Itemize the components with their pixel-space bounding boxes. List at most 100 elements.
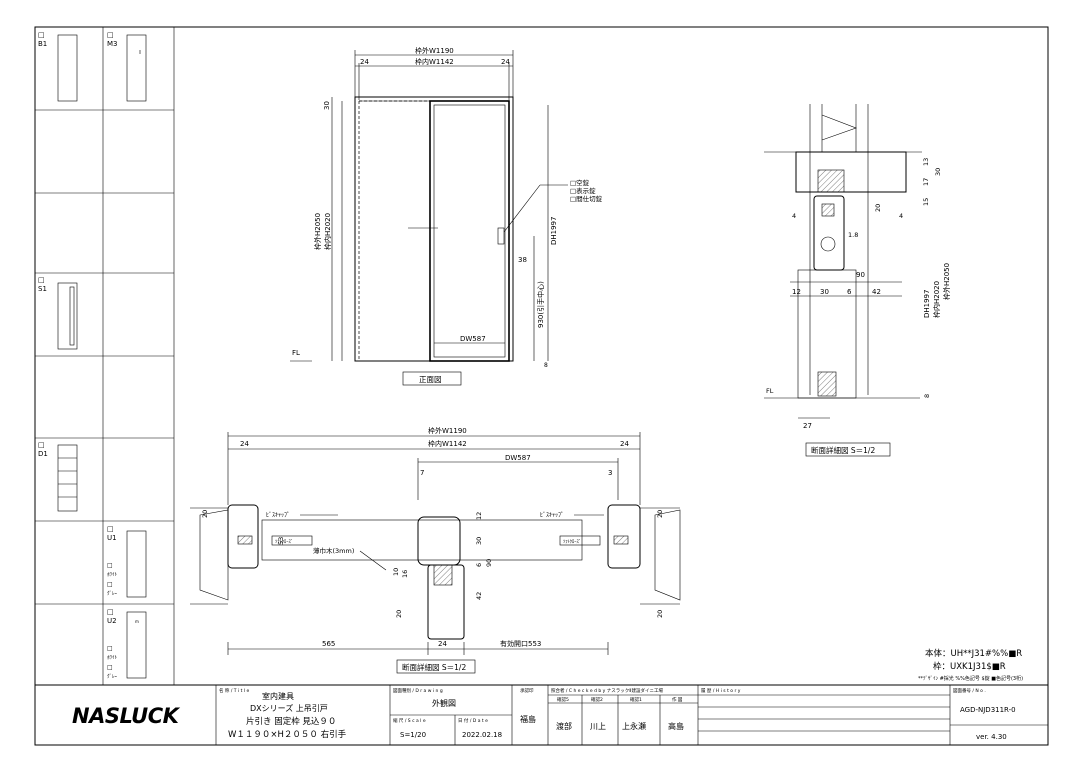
svg-text:24: 24: [360, 58, 369, 66]
svg-text:照合者 / C h e c k e d b y ナスラッ: 照合者 / C h e c k e d b y ナスラックⅡ建設ダイニ工場: [551, 687, 663, 694]
svg-text:3: 3: [608, 469, 612, 477]
panel-checkbox: □: [107, 525, 114, 533]
svg-text:FL: FL: [766, 387, 774, 395]
front-view-title: 正面図: [419, 375, 442, 384]
door-icon-d1: [57, 444, 78, 512]
svg-text:ｸﾞﾚｰ: ｸﾞﾚｰ: [107, 673, 118, 680]
svg-text:6: 6: [475, 563, 483, 567]
svg-text:20: 20: [656, 510, 664, 518]
svg-text:枠外W1190: 枠外W1190: [415, 46, 454, 55]
vertical-section: 13 17 30 15 20 4 4 1.8 90 12 30 6 42 DH1…: [764, 104, 951, 457]
svg-text:片引き 固定枠 見込９０: 片引き 固定枠 見込９０: [246, 716, 336, 727]
svg-text:27: 27: [803, 422, 812, 430]
svg-text:1.8: 1.8: [848, 231, 858, 239]
svg-text:薄巾木(3mm): 薄巾木(3mm): [313, 546, 354, 555]
plan-section: 枠外W1190 枠内W1142 24 24 DW587 7 3 ﾋﾞｽｷｬｯ: [190, 426, 681, 674]
svg-text:90: 90: [856, 271, 865, 279]
svg-text:8: 8: [544, 362, 548, 369]
svg-text:縮 尺 / S c a l e: 縮 尺 / S c a l e: [393, 717, 426, 724]
svg-text:m: m: [135, 619, 139, 624]
svg-text:有効開口553: 有効開口553: [500, 639, 541, 648]
svg-text:作 図: 作 図: [672, 696, 683, 703]
panel-code-d1: D1: [38, 450, 48, 458]
svg-text:川上: 川上: [590, 722, 606, 731]
svg-text:上永瀬: 上永瀬: [622, 721, 646, 731]
door-icon-s1: [57, 282, 78, 350]
svg-text:枠内H2020: 枠内H2020: [932, 281, 941, 318]
svg-text:30: 30: [934, 168, 942, 176]
sheet-border: [34, 26, 1049, 746]
svg-text:24: 24: [438, 640, 447, 648]
svg-text:6: 6: [847, 288, 852, 296]
svg-text:枠内W1142: 枠内W1142: [415, 57, 454, 66]
svg-text:8: 8: [923, 394, 931, 398]
svg-text:渡部: 渡部: [556, 721, 572, 731]
version: ver. 4.30: [976, 733, 1007, 741]
svg-text:42: 42: [475, 592, 483, 600]
svg-text:FL: FL: [292, 349, 300, 357]
svg-text:20: 20: [201, 510, 209, 518]
svg-text:W１１９０×H２０５０ 右引手: W１１９０×H２０５０ 右引手: [228, 729, 347, 740]
svg-text:枠外H2050: 枠外H2050: [942, 263, 951, 300]
door-handle: [497, 227, 505, 245]
section-view-title: 断面詳細図 S＝1/2: [811, 445, 875, 455]
door-panel-plan: [261, 519, 583, 561]
svg-text:17: 17: [922, 178, 930, 186]
svg-text:930(引手中心): 930(引手中心): [536, 281, 545, 328]
svg-text:90: 90: [485, 559, 493, 567]
svg-text:30: 30: [323, 101, 331, 110]
svg-text:DXシリーズ 上吊引戸: DXシリーズ 上吊引戸: [250, 703, 328, 713]
lock-option: □空錠: [570, 178, 590, 187]
svg-text:20: 20: [395, 610, 403, 618]
svg-text:12: 12: [475, 512, 483, 520]
svg-text:ﾎﾜｲﾄ: ﾎﾜｲﾄ: [107, 572, 118, 578]
svg-text:日 付 / D a t e: 日 付 / D a t e: [458, 717, 488, 724]
svg-text:15: 15: [922, 198, 930, 206]
svg-text:高島: 高島: [668, 721, 684, 731]
svg-text:20: 20: [874, 204, 882, 212]
svg-text:16: 16: [401, 570, 409, 578]
svg-text:DW587: DW587: [505, 454, 531, 462]
panel-code-m3: M3: [107, 40, 118, 48]
drawing-number: AGD-NJD311R-0: [960, 706, 1016, 714]
svg-text:565: 565: [322, 640, 335, 648]
svg-text:外観図: 外観図: [432, 698, 456, 708]
svg-text:図面種別 / D r a w i n g: 図面種別 / D r a w i n g: [393, 687, 443, 694]
floor-guide: [817, 371, 837, 397]
panel-code-b1: B1: [38, 40, 47, 48]
door-type-panel: □ B1 □ M3 □ S1 □ D1 □ U1 □ ﾎﾜｲﾄ □ ｸﾞﾚｰ □…: [35, 27, 175, 685]
door-icon-u2: [126, 611, 147, 679]
svg-text:福島: 福島: [520, 714, 536, 724]
svg-text:30: 30: [820, 288, 829, 296]
svg-text:枠内H2020: 枠内H2020: [323, 213, 332, 250]
svg-text:53: 53: [277, 537, 285, 545]
svg-text:名 称 / T i t l e: 名 称 / T i t l e: [219, 687, 250, 694]
svg-text:□: □: [107, 581, 113, 588]
panel-code-u1: U1: [107, 534, 117, 542]
spec-body: 本体：UH**J31#%%■R: [925, 648, 1022, 659]
spec-note: **ﾃﾞｻﾞｲﾝ #採光 %%色記号 $錠 ■色記号(3桁): [918, 675, 1023, 682]
front-elevation: 枠外W1190 枠内W1142 24 24 30 枠外H2050 枠内H2020…: [290, 46, 603, 386]
svg-text:42: 42: [872, 288, 881, 296]
svg-text:4: 4: [792, 212, 796, 220]
svg-text:12: 12: [792, 288, 801, 296]
sliding-door-panel: [429, 100, 510, 362]
svg-text:枠外W1190: 枠外W1190: [428, 426, 467, 435]
svg-text:室内建具: 室内建具: [262, 691, 294, 701]
svg-text:30: 30: [475, 537, 483, 545]
panel-checkbox: □: [107, 31, 114, 39]
svg-text:ｿﾌﾄｸﾛｰｽﾞ: ｿﾌﾄｸﾛｰｽﾞ: [275, 538, 293, 545]
svg-text:□: □: [107, 645, 113, 652]
svg-text:図面番号 / N o .: 図面番号 / N o .: [953, 687, 986, 694]
title-block: NASLUCK 名 称 / T i t l e 室内建具 DXシリーズ 上吊引戸…: [72, 685, 1048, 745]
panel-checkbox: □: [38, 441, 45, 449]
right-jamb: [607, 504, 641, 569]
svg-text:DH1997: DH1997: [923, 290, 931, 318]
svg-text:DH1997: DH1997: [550, 217, 558, 245]
svg-text:承認印: 承認印: [520, 687, 534, 694]
lock-option: □表示錠: [570, 186, 596, 195]
svg-text:24: 24: [501, 58, 510, 66]
svg-text:24: 24: [240, 440, 249, 448]
plan-view-title: 断面詳細図 S＝1/2: [402, 662, 466, 672]
svg-text:13: 13: [922, 158, 930, 166]
